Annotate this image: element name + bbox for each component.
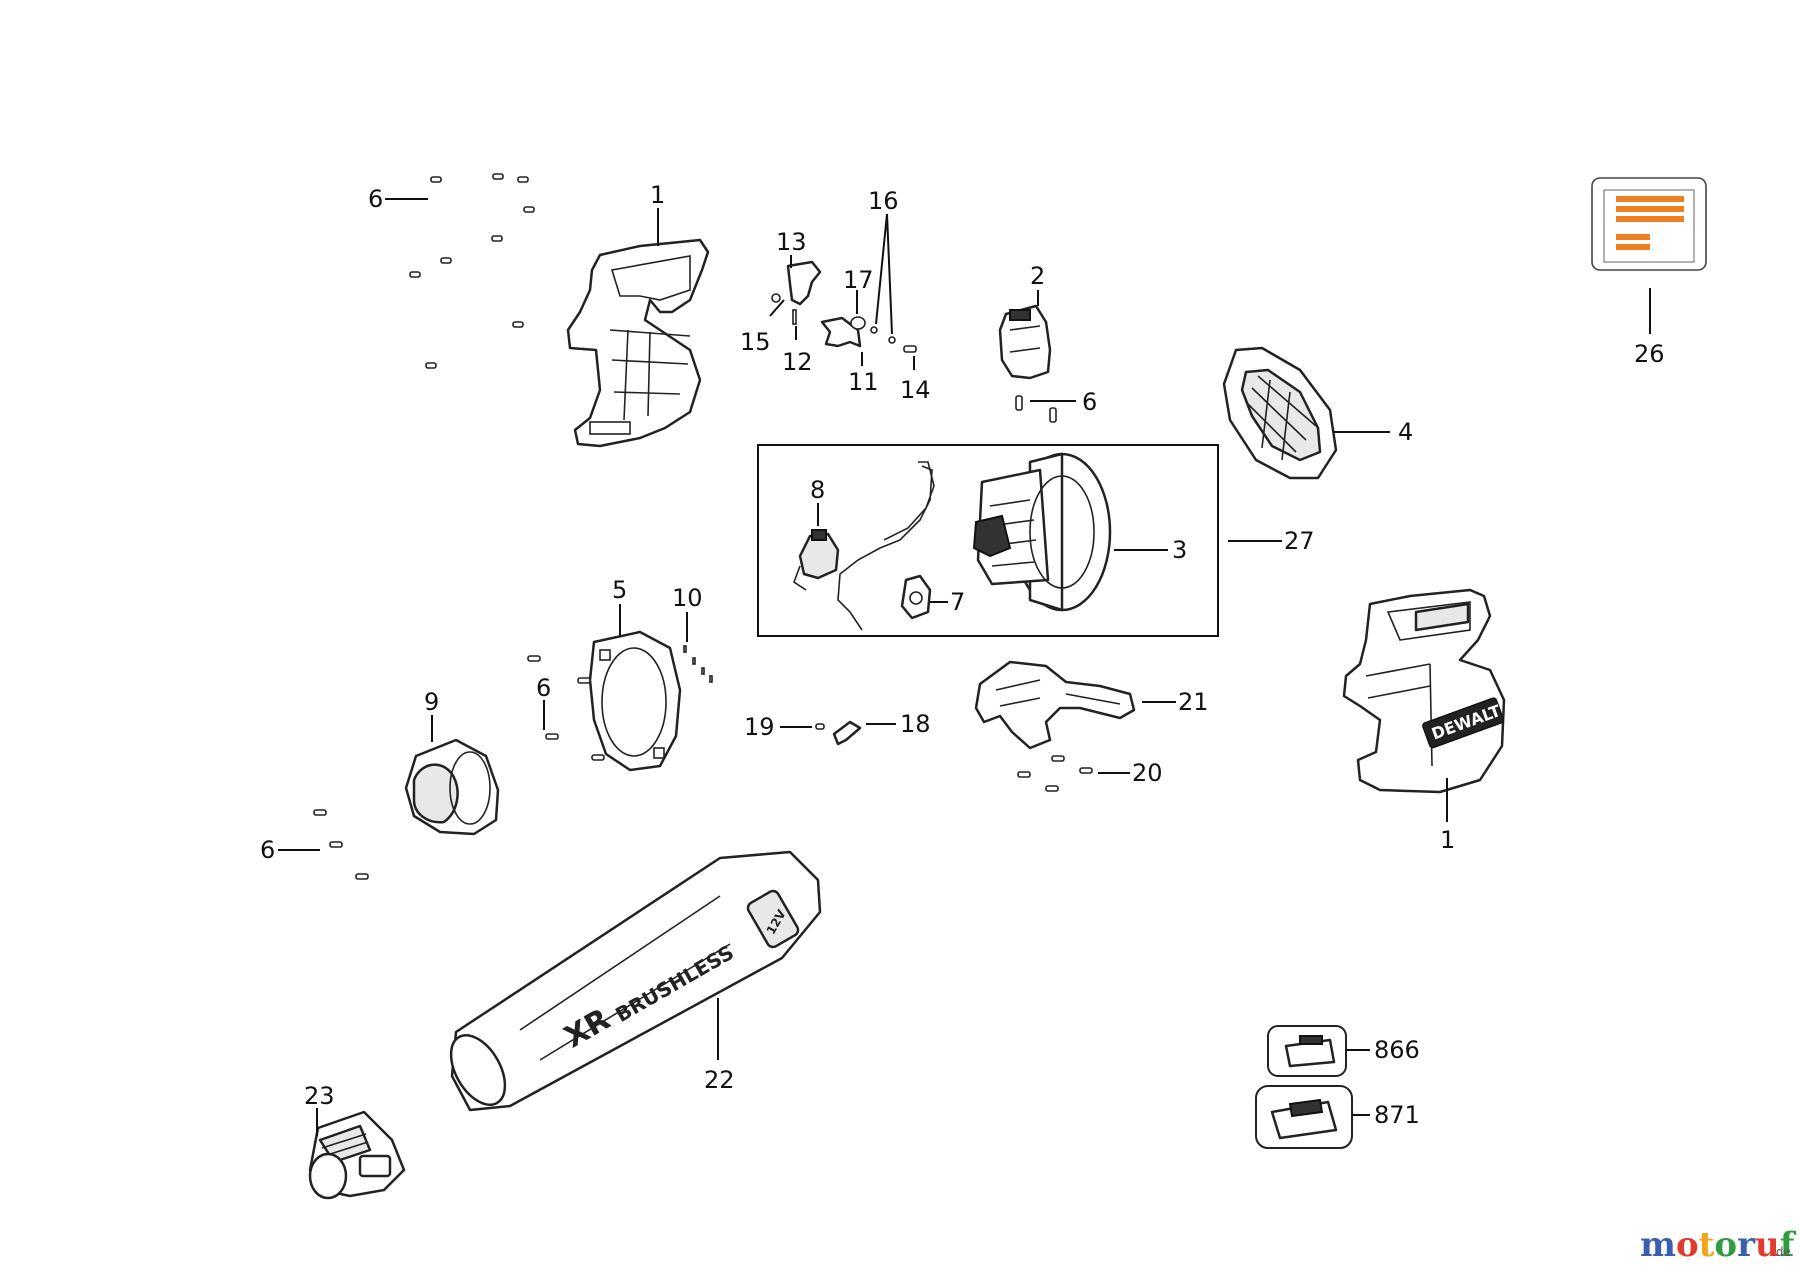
wm-letter: o <box>1714 1225 1737 1265</box>
callout-3: 3 <box>1172 536 1187 564</box>
callout-26: 26 <box>1634 340 1665 368</box>
screw-group-lower-left <box>313 809 369 880</box>
wm-letter: u <box>1755 1225 1780 1265</box>
callout-16: 16 <box>868 187 899 215</box>
motor-mount-ring <box>588 630 682 772</box>
callout-17: 17 <box>843 266 874 294</box>
screw-group-mid-left <box>527 655 605 761</box>
callout-2: 2 <box>1030 262 1045 290</box>
callout-14: 14 <box>900 376 931 404</box>
fan-inlet-cone <box>404 738 500 836</box>
label-stripe <box>1616 234 1650 240</box>
callout-6-left: 6 <box>536 674 551 702</box>
housing-right-half: DEWALT <box>1342 588 1506 794</box>
callout-15: 15 <box>740 328 771 356</box>
wiring-harness <box>793 461 935 631</box>
callout-9: 9 <box>424 688 439 716</box>
callout-6-top: 6 <box>368 185 383 213</box>
motor-assembly-box <box>757 444 1219 637</box>
motor-fan-assembly <box>972 452 1112 612</box>
callout-4: 4 <box>1398 418 1413 446</box>
top-handle <box>974 660 1136 750</box>
wm-letter: r <box>1737 1225 1756 1265</box>
watermark-suffix: .de <box>1772 1245 1791 1259</box>
callout-1-top: 1 <box>650 181 665 209</box>
warning-label <box>1591 177 1707 271</box>
rear-grille-cover <box>1222 346 1338 480</box>
callout-27: 27 <box>1284 527 1315 555</box>
label-stripe <box>1616 244 1650 250</box>
wm-letter: t <box>1699 1225 1715 1265</box>
switch-small-parts <box>771 260 917 353</box>
callout-20: 20 <box>1132 759 1163 787</box>
pins <box>683 645 713 683</box>
callout-5: 5 <box>612 576 627 604</box>
wm-letter: f <box>1780 1225 1797 1265</box>
callout-871: 871 <box>1374 1101 1420 1129</box>
callout-10: 10 <box>672 584 703 612</box>
watermark-text: motoruf <box>1640 1225 1797 1265</box>
battery-pack <box>1267 1025 1347 1077</box>
blower-tube: 12V XR BRUSHLESS <box>449 850 822 1112</box>
nozzle-attachment <box>308 1110 406 1200</box>
callout-7: 7 <box>950 588 965 616</box>
screw-group-handle <box>1017 755 1093 792</box>
callout-18: 18 <box>900 710 931 738</box>
callout-23: 23 <box>304 1082 335 1110</box>
label-stripe <box>1616 206 1684 212</box>
callout-19: 19 <box>744 713 775 741</box>
callout-1-right: 1 <box>1440 826 1455 854</box>
callout-8: 8 <box>810 476 825 504</box>
callout-21: 21 <box>1178 688 1209 716</box>
watermark: motoruf .de <box>1640 1225 1797 1265</box>
wm-letter: o <box>1676 1225 1699 1265</box>
label-stripe <box>1616 216 1684 222</box>
callout-6-mid: 6 <box>1082 388 1097 416</box>
housing-left-half <box>566 238 710 448</box>
hall-sensor-board <box>900 574 932 620</box>
label-stripe <box>1616 196 1684 202</box>
callout-12: 12 <box>782 348 813 376</box>
battery-latch-bracket <box>998 304 1052 380</box>
callout-6-bottom: 6 <box>260 836 275 864</box>
callout-13: 13 <box>776 228 807 256</box>
wm-letter: m <box>1640 1225 1676 1265</box>
battery-charger <box>1255 1085 1353 1149</box>
callout-22: 22 <box>704 1066 735 1094</box>
screw-group-top-left <box>409 173 535 369</box>
callout-11: 11 <box>848 368 879 396</box>
callout-866: 866 <box>1374 1036 1420 1064</box>
trigger-spring-parts <box>815 720 862 746</box>
